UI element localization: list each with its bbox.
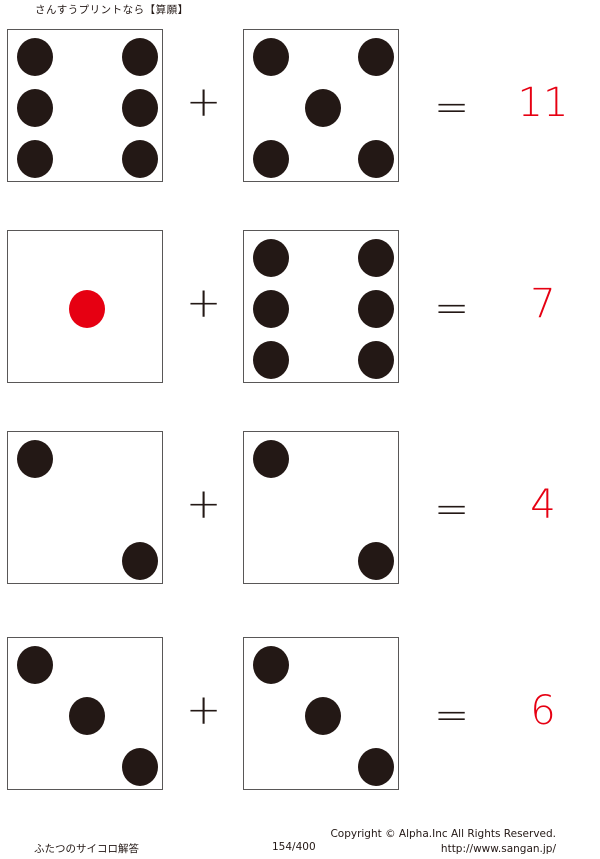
problem-row: + = 6 <box>0 637 600 793</box>
problem-row: + = 4 <box>0 431 600 587</box>
problem-row: + = 11 <box>0 29 600 185</box>
pip-icon <box>305 89 341 127</box>
header-title: さんすうプリントなら【算願】 <box>35 4 189 16</box>
pip-icon <box>122 748 158 786</box>
problem-row: + = 7 <box>0 230 600 386</box>
equals-sign: = <box>434 484 470 533</box>
pip-icon <box>253 646 289 684</box>
pip-icon <box>253 341 289 379</box>
pip-icon <box>253 239 289 277</box>
pip-icon <box>253 440 289 478</box>
pip-icon <box>122 542 158 580</box>
pip-icon <box>122 140 158 178</box>
plus-sign: + <box>186 278 222 327</box>
pip-icon <box>358 748 394 786</box>
pip-icon <box>358 38 394 76</box>
answer: 4 <box>530 482 556 528</box>
die-a <box>7 29 163 182</box>
pip-icon <box>305 697 341 735</box>
die-b <box>243 431 399 584</box>
equals-sign: = <box>434 283 470 332</box>
pip-icon <box>17 440 53 478</box>
plus-sign: + <box>186 479 222 528</box>
pip-icon <box>253 38 289 76</box>
pip-icon <box>358 239 394 277</box>
worksheet-name: ふたつのサイコロ解答 <box>34 843 139 855</box>
pip-icon <box>17 38 53 76</box>
copyright: Copyright © Alpha.Inc All Rights Reserve… <box>330 828 556 840</box>
answer: 7 <box>530 281 556 327</box>
pip-icon <box>69 697 105 735</box>
answer: 6 <box>530 688 556 734</box>
die-a <box>7 431 163 584</box>
pip-icon <box>122 89 158 127</box>
page-number: 154/400 <box>272 841 316 853</box>
pip-icon <box>253 140 289 178</box>
pip-icon <box>358 290 394 328</box>
pip-icon <box>17 89 53 127</box>
die-b <box>243 29 399 182</box>
answer: 11 <box>517 80 569 126</box>
pip-icon <box>17 140 53 178</box>
pip-icon <box>69 290 105 328</box>
pip-icon <box>17 646 53 684</box>
plus-sign: + <box>186 685 222 734</box>
die-b <box>243 637 399 790</box>
plus-sign: + <box>186 77 222 126</box>
die-b <box>243 230 399 383</box>
die-a <box>7 230 163 383</box>
die-a <box>7 637 163 790</box>
site-url[interactable]: http://www.sangan.jp/ <box>440 843 556 855</box>
pip-icon <box>358 341 394 379</box>
equals-sign: = <box>434 82 470 131</box>
pip-icon <box>358 542 394 580</box>
pip-icon <box>122 38 158 76</box>
pip-icon <box>253 290 289 328</box>
pip-icon <box>358 140 394 178</box>
equals-sign: = <box>434 690 470 739</box>
